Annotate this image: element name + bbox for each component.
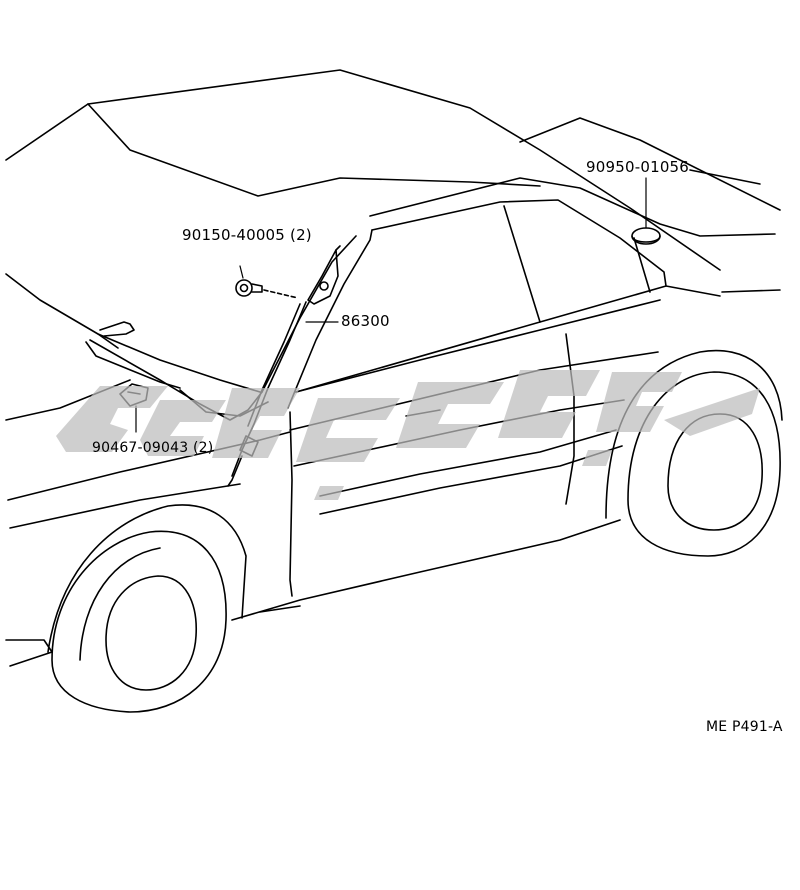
front-lower-edge: [5, 639, 53, 667]
rear-tire: [627, 371, 781, 557]
front-wheel-arch: [47, 504, 247, 653]
a-pillar-front: [261, 235, 357, 393]
front-rim: [105, 575, 197, 691]
b-pillar: [503, 205, 541, 323]
part-label-clip: 90467-09043 (2): [92, 440, 214, 456]
rear-rim: [667, 413, 763, 531]
front-body-line: [9, 483, 241, 529]
part-label-antenna-mount: 90950-01056: [586, 158, 690, 176]
rear-wheel-arch: [605, 349, 783, 519]
rear-body-line: [721, 289, 781, 293]
washer-nozzle: [99, 321, 135, 337]
door-front-edge: [289, 411, 293, 597]
windshield-wiper-arm: [85, 341, 181, 389]
a-pillar-rear: [287, 229, 373, 409]
rocker-lower: [259, 605, 301, 613]
rear-window-divider: [633, 237, 651, 293]
roof-rear-edge: [519, 117, 781, 211]
rocker-panel: [231, 519, 621, 621]
part-label-antenna: 86300: [341, 312, 390, 330]
roof-panel-line: [87, 103, 541, 197]
door-belt-line: [295, 299, 661, 393]
rear-deck-line: [689, 169, 761, 185]
part-label-bolt: 90150-40005 (2): [182, 226, 312, 244]
bolt-part: [235, 265, 299, 299]
hood-outline: [5, 273, 261, 393]
watermark-logo: [56, 370, 760, 500]
front-tire: [51, 530, 227, 713]
roof-inner-line: [369, 177, 776, 237]
front-tire-inner: [79, 547, 161, 661]
front-window-outline: [295, 199, 667, 393]
rear-quarter-line: [665, 285, 721, 297]
diagram-reference-code: ME P491-A: [706, 719, 783, 735]
hood-crease: [97, 333, 119, 349]
antenna-mount-part: [631, 177, 661, 245]
side-molding: [319, 429, 617, 497]
